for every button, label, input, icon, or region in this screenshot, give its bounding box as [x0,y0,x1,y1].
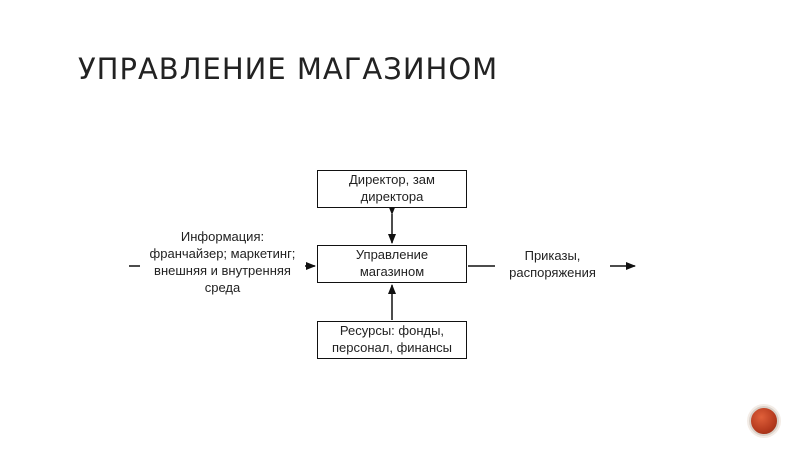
page-title: УПРАВЛЕНИЕ МАГАЗИНОМ [78,52,499,86]
box-resources: Ресурсы: фонды, персонал, финансы [317,321,467,359]
label-information: Информация: франчайзер; маркетинг; внешн… [140,229,305,297]
label-orders: Приказы, распоряжения [495,248,610,282]
box-director: Директор, зам директора [317,170,467,208]
navigation-circle-icon[interactable] [749,406,779,436]
box-store-management: Управление магазином [317,245,467,283]
